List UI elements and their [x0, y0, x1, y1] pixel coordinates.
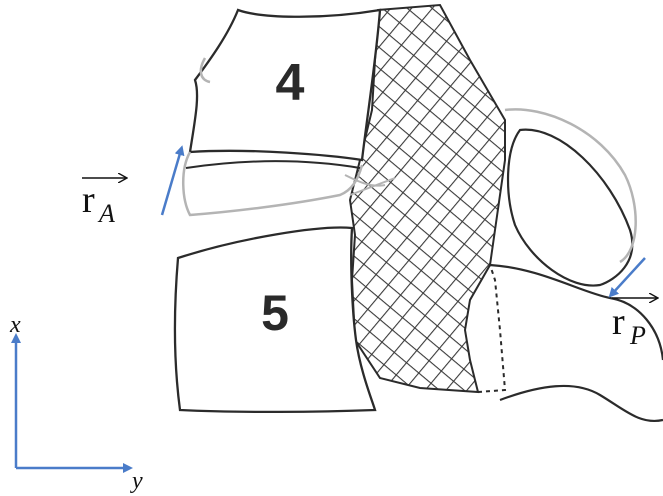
anterior-arrow — [162, 150, 181, 215]
vector-r-a-base: r — [82, 179, 95, 221]
vector-r-p-base: r — [612, 301, 625, 343]
vertebra-4-label: 4 — [276, 54, 305, 112]
y-axis-label: y — [130, 468, 143, 494]
vertebra-4: 4 — [183, 10, 380, 215]
vector-r-p-subscript: P — [629, 321, 646, 350]
coordinate-axes: x y — [9, 312, 143, 494]
x-axis-label: x — [9, 312, 21, 338]
anterior-force-vector: r A — [82, 150, 181, 228]
posterior-force-vector: r P — [612, 258, 657, 350]
vertebra-5-label: 5 — [261, 285, 289, 341]
vector-r-a-subscript: A — [97, 199, 115, 228]
vertebra-5: 5 — [175, 228, 375, 412]
